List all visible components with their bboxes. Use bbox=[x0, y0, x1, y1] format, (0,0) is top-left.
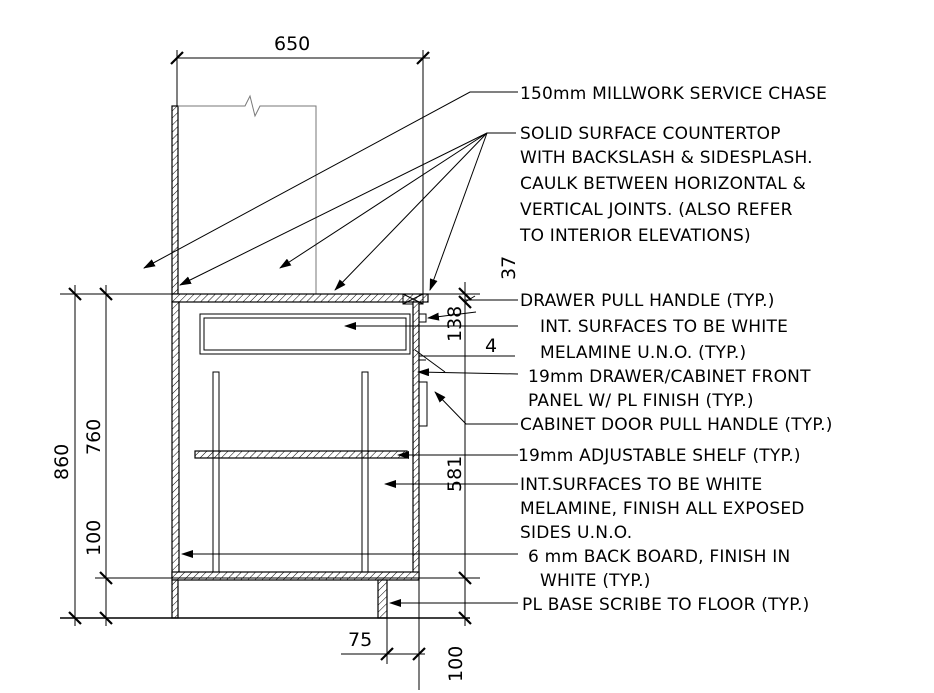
note-countertop-4: VERTICAL JOINTS. (ALSO REFER bbox=[520, 200, 793, 220]
note-int-exposed-1: INT.SURFACES TO BE WHITE bbox=[520, 475, 762, 495]
dimension-lines bbox=[60, 50, 518, 690]
countertop bbox=[171, 293, 429, 303]
note-door-pull: CABINET DOOR PULL HANDLE (TYP.) bbox=[520, 415, 833, 435]
cabinet-body bbox=[60, 94, 470, 619]
dim-100-bottom: 100 bbox=[445, 646, 467, 682]
drawer-box bbox=[199, 313, 411, 355]
dim-138: 138 bbox=[444, 306, 466, 342]
base-scribe bbox=[377, 579, 388, 619]
cabinet-door-pull-handle bbox=[418, 381, 428, 427]
note-base-scribe: PL BASE SCRIBE TO FLOOR (TYP.) bbox=[522, 595, 809, 615]
note-int-exposed-2: MELAMINE, FINISH ALL EXPOSED bbox=[520, 499, 805, 519]
note-countertop-2: WITH BACKSLASH & SIDESPLASH. bbox=[520, 148, 813, 168]
cabinet-bottom bbox=[171, 571, 420, 581]
dim-650: 650 bbox=[274, 33, 310, 55]
dim-4: 4 bbox=[485, 335, 497, 357]
base-back bbox=[171, 579, 179, 619]
drawer-pull-handle bbox=[418, 313, 427, 323]
dim-760: 760 bbox=[83, 419, 105, 455]
service-chase-outline bbox=[178, 94, 317, 294]
dim-37: 37 bbox=[498, 256, 520, 280]
leader-lines bbox=[143, 91, 519, 607]
shelf-standard-left bbox=[212, 371, 220, 573]
note-service-chase: 150mm MILLWORK SERVICE CHASE bbox=[520, 84, 827, 104]
dim-75: 75 bbox=[348, 629, 372, 651]
note-adjustable-shelf: 19mm ADJUSTABLE SHELF (TYP.) bbox=[518, 446, 801, 466]
note-int-surfaces-2: MELAMINE U.N.O. (TYP.) bbox=[540, 343, 746, 363]
dim-581: 581 bbox=[444, 456, 466, 492]
note-back-board-1: 6 mm BACK BOARD, FINISH IN bbox=[528, 547, 790, 567]
note-countertop-1: SOLID SURFACE COUNTERTOP bbox=[520, 124, 781, 144]
annotation-notes: 150mm MILLWORK SERVICE CHASE SOLID SURFA… bbox=[518, 84, 833, 615]
note-countertop-3: CAULK BETWEEN HORIZONTAL & bbox=[520, 174, 806, 194]
note-drawer-pull: DRAWER PULL HANDLE (TYP.) bbox=[520, 291, 775, 311]
note-drawer-front-1: 19mm DRAWER/CABINET FRONT bbox=[528, 367, 811, 387]
note-int-exposed-3: SIDES U.N.O. bbox=[520, 523, 632, 543]
dimension-labels: 650 860 760 100 37 138 4 581 75 100 bbox=[51, 33, 520, 682]
dim-860: 860 bbox=[51, 444, 73, 480]
service-chase-wall bbox=[171, 105, 179, 295]
adjustable-shelf bbox=[194, 450, 408, 459]
note-back-board-2: WHITE (TYP.) bbox=[540, 571, 651, 591]
back-board bbox=[171, 301, 180, 579]
note-countertop-5: TO INTERIOR ELEVATIONS) bbox=[519, 226, 751, 246]
note-int-surfaces-1: INT. SURFACES TO BE WHITE bbox=[540, 317, 788, 337]
note-drawer-front-2: PANEL W/ PL FINISH (TYP.) bbox=[528, 391, 754, 411]
shelf-standard-right bbox=[361, 371, 369, 573]
front-panel bbox=[412, 301, 420, 579]
dim-100-base: 100 bbox=[83, 520, 105, 556]
